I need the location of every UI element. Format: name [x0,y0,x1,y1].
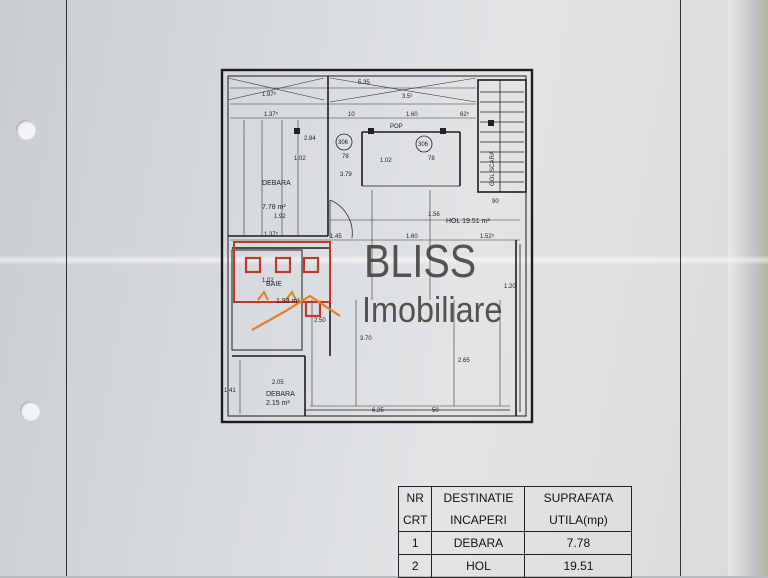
dim-3-70: 3.70 [360,336,372,342]
dim-1-52: 1.52⁵ [480,233,495,240]
punch-hole-bottom [20,401,40,421]
bliss-logo [233,241,331,318]
watermark-imobiliare: Imobiliare [362,289,503,330]
dim-top-a: 5.35 [358,80,370,86]
dim-1-37b: 1.37⁵ [264,231,279,238]
punch-hole-top [16,120,36,140]
dim-306b: 306 [418,142,429,148]
table-header-row-1: NR DESTINATIE SUPRAFATA [397,486,633,509]
margin-line-left [66,0,67,576]
dim-90: 90 [492,199,499,205]
header-destinatie: DESTINATIE [431,486,526,509]
dim-1-41: 1.41 [224,388,236,394]
room-debara-1-area: 7.78 m² [262,204,286,211]
sheet-edge [728,0,768,576]
dim-10: 10 [348,112,355,118]
dim-1-60a: 1.60 [406,112,418,118]
room-baie-area: 1.93 m² [276,298,300,305]
row-destinatie: DEBARA [431,531,526,555]
dim-6-25: 6.25 [372,408,384,414]
paper-fold [0,255,768,265]
dim-1-37a: 1.37⁵ [264,111,279,118]
stair-treads [480,80,524,192]
dim-1-56: 1.56 [428,212,440,218]
dim-78b: 78 [428,156,435,162]
dim-1-97: 1.97⁵ [262,91,277,98]
dim-top-b: 3.5² [402,94,412,100]
room-hol-label: HOL 19.51 m² [446,218,490,226]
dim-2-84: 2.84 [304,136,316,142]
dim-2-05: 2.05 [272,380,284,386]
dim-62: 62⁵ [460,111,470,118]
bliss-logo-roof [251,294,341,331]
dim-78a: 78 [342,154,349,160]
header-crt: CRT [397,509,433,532]
dim-50: 50 [432,408,439,414]
room-debara-2-name: DEBARA [266,391,295,398]
header-nr: NR [397,486,433,509]
row-nr: 1 [397,531,433,555]
header-utila: UTILA(mp) [524,509,633,532]
table-row: 2 HOL 19.51 [397,554,633,578]
room-debara-2-area: 2.15 m² [266,400,290,407]
row-nr: 2 [397,554,433,578]
dim-306a: 306 [338,140,349,146]
dim-1-45: 1.45 [330,234,342,240]
dim-pop: POP [390,124,403,130]
margin-line-right [680,0,681,576]
dim-1-02a: 1.02 [294,156,306,162]
room-hol-area: 19.51 m² [462,218,490,225]
row-suprafata: 19.51 [524,554,633,578]
stair-label: GOL SCARA [490,151,496,186]
dim-1-02b: 1.02 [380,158,392,164]
room-baie-name: BAIE [266,281,282,288]
dim-1-20: 1.20 [504,284,516,290]
room-debara-1-name: DEBARA [262,180,291,187]
row-suprafata: 7.78 [524,531,633,555]
dim-1-92: 1.92 [274,214,286,220]
watermark-bliss: BLISS [364,235,477,287]
dim-3-79: 3.79 [340,172,352,178]
dim-2-50: 2.50 [314,318,326,324]
room-hol-name: HOL [446,218,461,225]
header-incaperi: INCAPERI [431,509,526,532]
dim-1-02c: 1.02 [262,278,274,284]
header-suprafata: SUPRAFATA [524,486,633,509]
table-header-row-2: CRT INCAPERI UTILA(mp) [397,509,633,532]
area-table: NR DESTINATIE SUPRAFATA CRT INCAPERI UTI… [397,486,633,578]
dim-1-60b: 1.60 [406,234,418,240]
table-row: 1 DEBARA 7.78 [397,531,633,555]
dim-2-65: 2.65 [458,358,470,364]
row-destinatie: HOL [431,554,526,578]
